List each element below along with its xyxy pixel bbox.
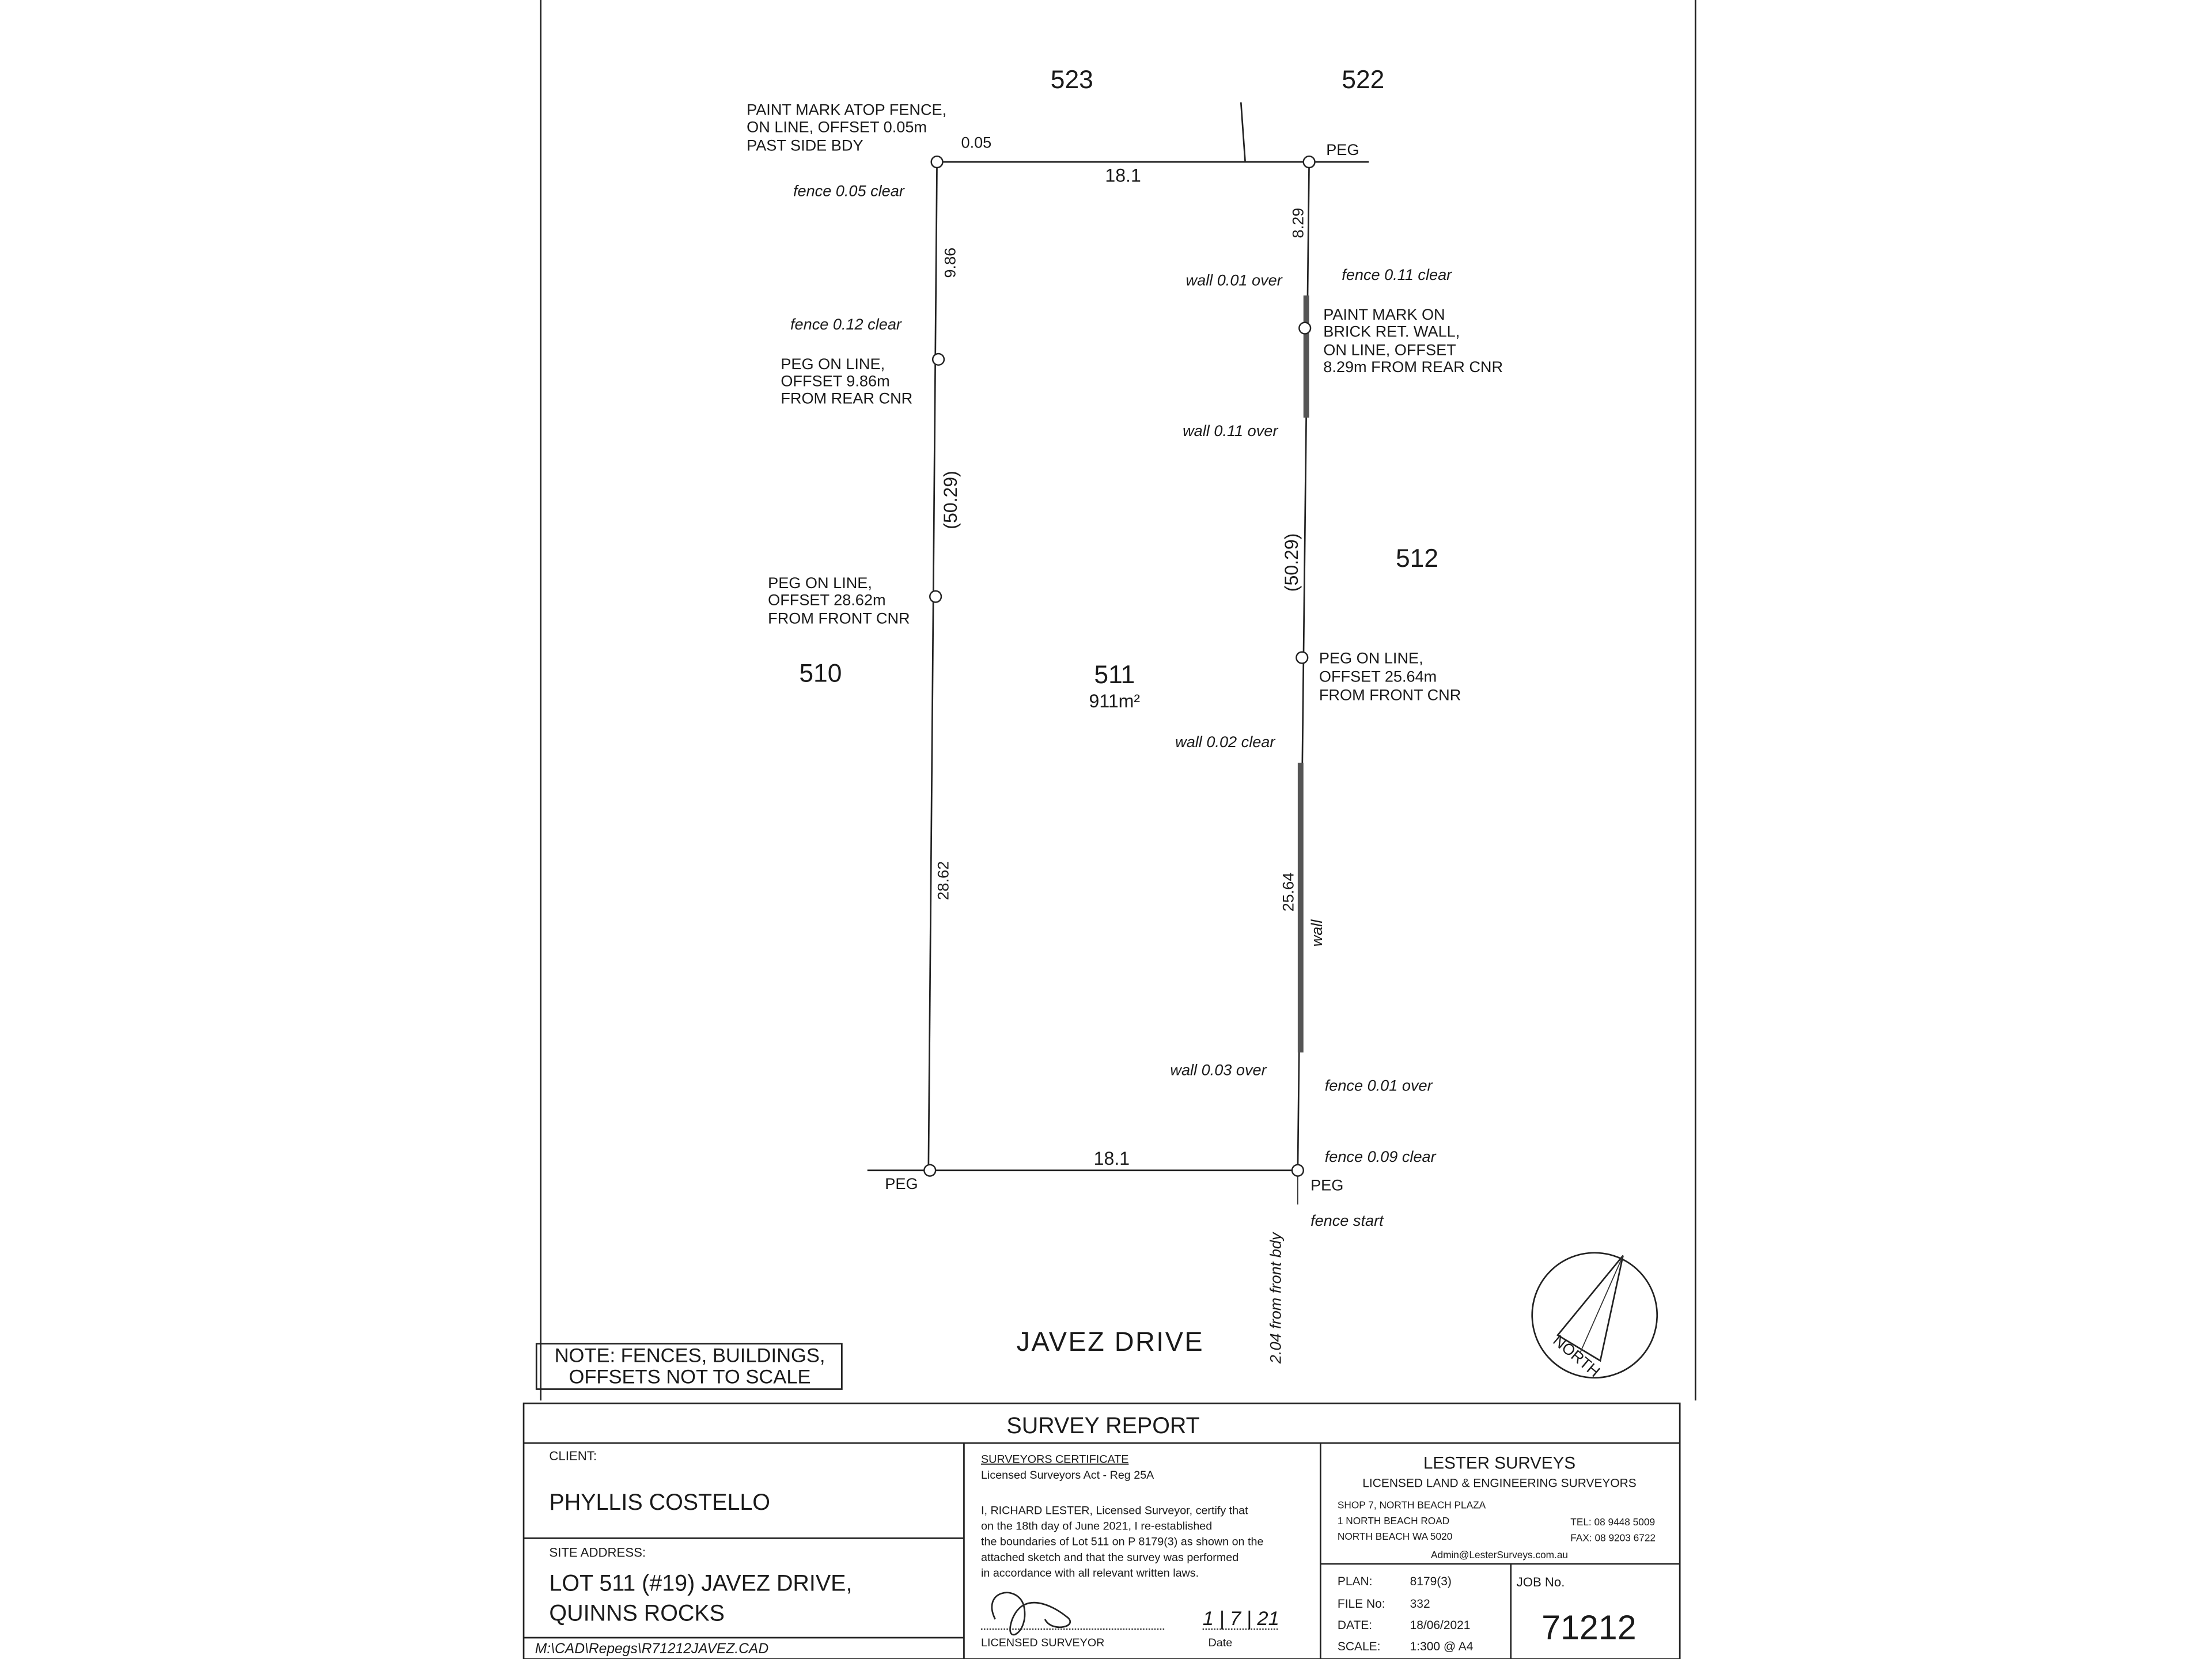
north-label: NORTH <box>1550 1331 1603 1380</box>
report-title: SURVEY REPORT <box>1006 1413 1199 1438</box>
fence-009-clear: fence 0.09 clear <box>1325 1147 1437 1165</box>
paint-mark-wall-line4: 8.29m FROM REAR CNR <box>1323 358 1503 376</box>
dim-top: 18.1 <box>1105 165 1141 186</box>
peg-right-lower-line1: PEG ON LINE, <box>1319 649 1423 667</box>
lot-523-label: 523 <box>1051 66 1093 94</box>
lot-510-label: 510 <box>799 660 842 688</box>
dim-right-total: (50.29) <box>1281 533 1302 592</box>
certificate-act: Licensed Surveyors Act - Reg 25A <box>981 1469 1154 1482</box>
survey-report: SURVEY REPORT CLIENT: PHYLLIS COSTELLO S… <box>522 1402 1681 1659</box>
lot-511-label: 511 <box>1094 661 1135 689</box>
paint-mark-wall-line2: BRICK RET. WALL, <box>1323 322 1460 340</box>
signed-date: 1 | 7 | 21 <box>1203 1608 1279 1630</box>
paint-mark-fence-line1: PAINT MARK ATOP FENCE, <box>747 101 946 119</box>
north-arrow-icon: NORTH <box>1531 1252 1658 1380</box>
certificate-body-2: on the 18th day of June 2021, I re-estab… <box>981 1520 1212 1533</box>
wall-002-clear: wall 0.02 clear <box>1175 733 1275 751</box>
file-value: 332 <box>1410 1597 1430 1611</box>
wall-label: wall <box>1308 919 1325 947</box>
cad-file-path: M:\CAD\Repegs\R71212JAVEZ.CAD <box>535 1641 768 1657</box>
site-address-line1: LOT 511 (#19) JAVEZ DRIVE, <box>549 1571 852 1596</box>
peg-left-lower-line2: OFFSET 28.62m <box>768 590 885 608</box>
note-line2: OFFSETS NOT TO SCALE <box>569 1366 811 1388</box>
brick-wall-upper <box>1303 295 1309 418</box>
plan-label: PLAN: <box>1338 1575 1373 1588</box>
peg-left-lower-line1: PEG ON LINE, <box>768 574 872 592</box>
paint-mark-fence-line3: PAST SIDE BDY <box>747 136 863 154</box>
job-label: JOB No. <box>1517 1575 1565 1589</box>
dim-left-upper: 9.86 <box>941 248 959 278</box>
dim-right-upper: 8.29 <box>1289 208 1307 238</box>
company-name: LESTER SURVEYS <box>1423 1454 1575 1473</box>
fence-001-over: fence 0.01 over <box>1325 1077 1433 1094</box>
date-value: 18/06/2021 <box>1410 1619 1471 1632</box>
company-tagline: LICENSED LAND & ENGINEERING SURVEYORS <box>1362 1477 1636 1490</box>
peg-top-right-label: PEG <box>1326 141 1359 158</box>
certificate-body-1: I, RICHARD LESTER, Licensed Surveyor, ce… <box>981 1504 1248 1517</box>
wall-003-over: wall 0.03 over <box>1170 1061 1267 1079</box>
company-address-3: NORTH BEACH WA 5020 <box>1338 1531 1452 1542</box>
scale-value: 1:300 @ A4 <box>1410 1640 1474 1653</box>
scale-label: SCALE: <box>1338 1640 1380 1653</box>
paint-mark-wall-line1: PAINT MARK ON <box>1323 305 1445 323</box>
peg-right-lower-line3: FROM FRONT CNR <box>1319 686 1461 704</box>
lot-522-label: 522 <box>1342 66 1384 94</box>
file-label: FILE No: <box>1338 1597 1385 1611</box>
wall-011-over: wall 0.11 over <box>1183 422 1278 440</box>
company-fax: FAX: 08 9203 6722 <box>1570 1532 1656 1543</box>
company-tel: TEL: 08 9448 5009 <box>1570 1516 1655 1528</box>
note-box <box>535 1343 843 1390</box>
site-address-line2: QUINNS ROCKS <box>549 1600 725 1626</box>
peg-left-upper-line3: FROM REAR CNR <box>781 389 912 407</box>
peg-right-lower-line2: OFFSET 25.64m <box>1319 668 1437 685</box>
job-number: 71212 <box>1541 1608 1637 1646</box>
fence-start: fence start <box>1310 1211 1384 1229</box>
certificate-title: SURVEYORS CERTIFICATE <box>981 1453 1128 1466</box>
dim-top-offset: 0.05 <box>961 133 991 151</box>
dim-left-lower: 28.62 <box>934 861 952 900</box>
peg-markers <box>923 156 1316 1177</box>
signature <box>991 1592 1071 1636</box>
front-bdy-offset: 2.04 from front bdy <box>1266 1232 1284 1364</box>
dim-right-lower: 25.64 <box>1279 873 1297 912</box>
fence-011-clear: fence 0.11 clear <box>1342 266 1452 283</box>
dim-bottom: 18.1 <box>1094 1148 1130 1169</box>
dim-left-total: (50.29) <box>940 471 961 529</box>
note-line1: NOTE: FENCES, BUILDINGS, <box>555 1345 825 1367</box>
licensed-surveyor-label: LICENSED SURVEYOR <box>981 1637 1104 1649</box>
wall-001-over: wall 0.01 over <box>1185 271 1282 289</box>
lot-512-label: 512 <box>1396 544 1438 573</box>
wall-lower <box>1297 763 1304 1053</box>
peg-left-upper-line1: PEG ON LINE, <box>781 355 885 373</box>
peg-bottom-left-label: PEG <box>885 1175 918 1192</box>
company-email: Admin@LesterSurveys.com.au <box>1431 1549 1568 1560</box>
site-address-label: SITE ADDRESS: <box>549 1545 646 1559</box>
certificate-body-5: in accordance with all relevant written … <box>981 1567 1199 1580</box>
peg-left-upper-line2: OFFSET 9.86m <box>781 372 889 390</box>
street-name: JAVEZ DRIVE <box>1017 1327 1205 1357</box>
client-name: PHYLLIS COSTELLO <box>549 1490 770 1515</box>
peg-bottom-right-label: PEG <box>1310 1176 1343 1194</box>
company-address-2: 1 NORTH BEACH ROAD <box>1338 1515 1449 1527</box>
company-address-1: SHOP 7, NORTH BEACH PLAZA <box>1338 1499 1486 1511</box>
fence-012-clear: fence 0.12 clear <box>790 315 902 333</box>
peg-left-lower-line3: FROM FRONT CNR <box>768 609 910 627</box>
client-label: CLIENT: <box>549 1449 597 1463</box>
date-label: Date <box>1209 1637 1233 1649</box>
certificate-body-4: attached sketch and that the survey was … <box>981 1551 1238 1564</box>
paint-mark-wall-line3: ON LINE, OFFSET <box>1323 340 1456 358</box>
date-field-label: DATE: <box>1338 1619 1372 1632</box>
lot-area: 911m² <box>1089 691 1141 711</box>
plan-value: 8179(3) <box>1410 1575 1452 1588</box>
fence-005-clear: fence 0.05 clear <box>793 181 905 199</box>
paint-mark-fence-line2: ON LINE, OFFSET 0.05m <box>747 118 927 135</box>
certificate-body-3: the boundaries of Lot 511 on P 8179(3) a… <box>981 1536 1263 1548</box>
